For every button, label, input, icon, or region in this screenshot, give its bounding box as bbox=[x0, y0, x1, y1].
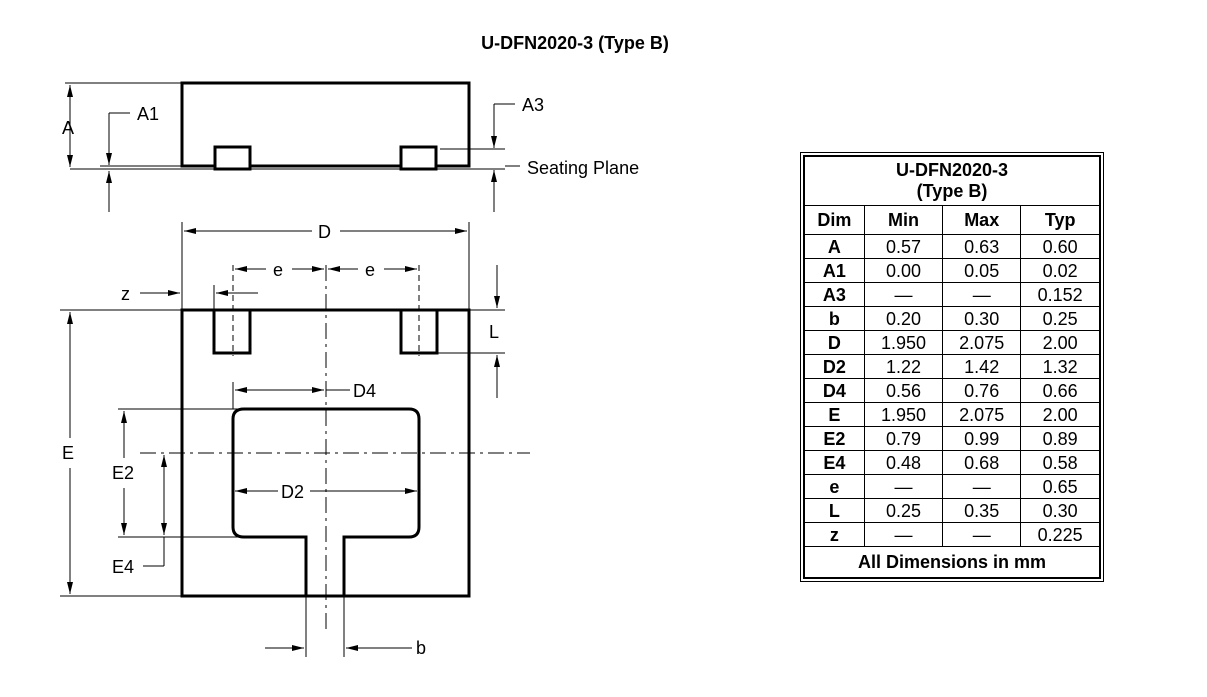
cell-typ: 0.66 bbox=[1020, 378, 1101, 403]
cell-min: — bbox=[863, 474, 944, 499]
label-A1: A1 bbox=[137, 104, 159, 124]
table-header-row: Dim Min Max Typ bbox=[803, 205, 1101, 235]
cell-max: — bbox=[942, 282, 1022, 307]
label-seating-plane: Seating Plane bbox=[527, 158, 639, 178]
cell-min: 0.20 bbox=[863, 306, 944, 331]
table-caption-line1: U-DFN2020-3 bbox=[895, 160, 1009, 180]
cell-max: 0.68 bbox=[942, 450, 1022, 475]
cell-dim: E bbox=[803, 402, 865, 427]
cell-dim: E2 bbox=[803, 426, 865, 451]
cell-dim: z bbox=[803, 522, 865, 547]
label-A: A bbox=[62, 118, 74, 138]
cell-dim: A1 bbox=[803, 258, 865, 283]
cell-min: 1.22 bbox=[863, 354, 944, 379]
cell-max: 0.76 bbox=[942, 378, 1022, 403]
label-e-right: e bbox=[365, 260, 375, 280]
cell-dim: L bbox=[803, 498, 865, 523]
cell-typ: 0.152 bbox=[1020, 282, 1101, 307]
cell-typ: 2.00 bbox=[1020, 402, 1101, 427]
cell-max: — bbox=[942, 474, 1022, 499]
cell-dim: D bbox=[803, 330, 865, 355]
cell-max: 2.075 bbox=[942, 330, 1022, 355]
cell-typ: 0.65 bbox=[1020, 474, 1101, 499]
diagram-title: U-DFN2020-3 (Type B) bbox=[481, 33, 669, 53]
cell-max: 0.63 bbox=[942, 234, 1022, 259]
header-typ: Typ bbox=[1020, 205, 1101, 235]
side-body bbox=[180, 81, 471, 168]
cell-max: 1.42 bbox=[942, 354, 1022, 379]
cell-typ: 1.32 bbox=[1020, 354, 1101, 379]
label-L: L bbox=[489, 322, 499, 342]
side-pad-left bbox=[213, 145, 252, 171]
cell-min: 0.00 bbox=[863, 258, 944, 283]
cell-typ: 0.02 bbox=[1020, 258, 1101, 283]
cell-typ: 0.60 bbox=[1020, 234, 1101, 259]
cell-min: — bbox=[863, 522, 944, 547]
cell-typ: 0.25 bbox=[1020, 306, 1101, 331]
cell-min: 0.48 bbox=[863, 450, 944, 475]
table-caption: U-DFN2020-3 (Type B) bbox=[803, 155, 1101, 206]
cell-max: 0.99 bbox=[942, 426, 1022, 451]
table-footer: All Dimensions in mm bbox=[803, 546, 1101, 579]
cell-min: — bbox=[863, 282, 944, 307]
cell-min: 1.950 bbox=[863, 402, 944, 427]
bottom-view bbox=[60, 222, 530, 657]
cell-dim: A3 bbox=[803, 282, 865, 307]
label-E4: E4 bbox=[112, 557, 134, 577]
cell-dim: D4 bbox=[803, 378, 865, 403]
label-z: z bbox=[121, 284, 130, 304]
label-D2: D2 bbox=[281, 482, 304, 502]
cell-typ: 0.30 bbox=[1020, 498, 1101, 523]
cell-dim: b bbox=[803, 306, 865, 331]
label-e-left: e bbox=[273, 260, 283, 280]
package-drawing: A A1 A3 Seating Plane bbox=[60, 81, 639, 658]
cell-typ: 2.00 bbox=[1020, 330, 1101, 355]
side-view bbox=[65, 81, 520, 212]
bottom-pad-left bbox=[212, 308, 252, 355]
header-max: Max bbox=[942, 205, 1022, 235]
cell-dim: D2 bbox=[803, 354, 865, 379]
label-A3: A3 bbox=[522, 95, 544, 115]
cell-min: 0.57 bbox=[863, 234, 944, 259]
cell-dim: e bbox=[803, 474, 865, 499]
cell-max: 0.05 bbox=[942, 258, 1022, 283]
cell-max: 0.30 bbox=[942, 306, 1022, 331]
cell-max: 2.075 bbox=[942, 402, 1022, 427]
header-dim: Dim bbox=[803, 205, 865, 235]
table-row: A3——0.152 bbox=[803, 282, 1101, 307]
cell-dim: E4 bbox=[803, 450, 865, 475]
cell-min: 0.25 bbox=[863, 498, 944, 523]
side-pad-right bbox=[399, 145, 438, 171]
cell-max: 0.35 bbox=[942, 498, 1022, 523]
cell-typ: 0.225 bbox=[1020, 522, 1101, 547]
label-E2: E2 bbox=[112, 463, 134, 483]
table-caption-line2: (Type B) bbox=[916, 181, 988, 201]
label-D4: D4 bbox=[353, 381, 376, 401]
label-b: b bbox=[416, 638, 426, 658]
table-row: e——0.65 bbox=[803, 474, 1101, 499]
label-D: D bbox=[318, 222, 331, 242]
cell-min: 0.79 bbox=[863, 426, 944, 451]
cell-typ: 0.58 bbox=[1020, 450, 1101, 475]
cell-min: 1.950 bbox=[863, 330, 944, 355]
cell-max: — bbox=[942, 522, 1022, 547]
table-row: z——0.225 bbox=[803, 522, 1101, 547]
cell-typ: 0.89 bbox=[1020, 426, 1101, 451]
cell-min: 0.56 bbox=[863, 378, 944, 403]
label-E: E bbox=[62, 443, 74, 463]
header-min: Min bbox=[863, 205, 944, 235]
cell-dim: A bbox=[803, 234, 865, 259]
